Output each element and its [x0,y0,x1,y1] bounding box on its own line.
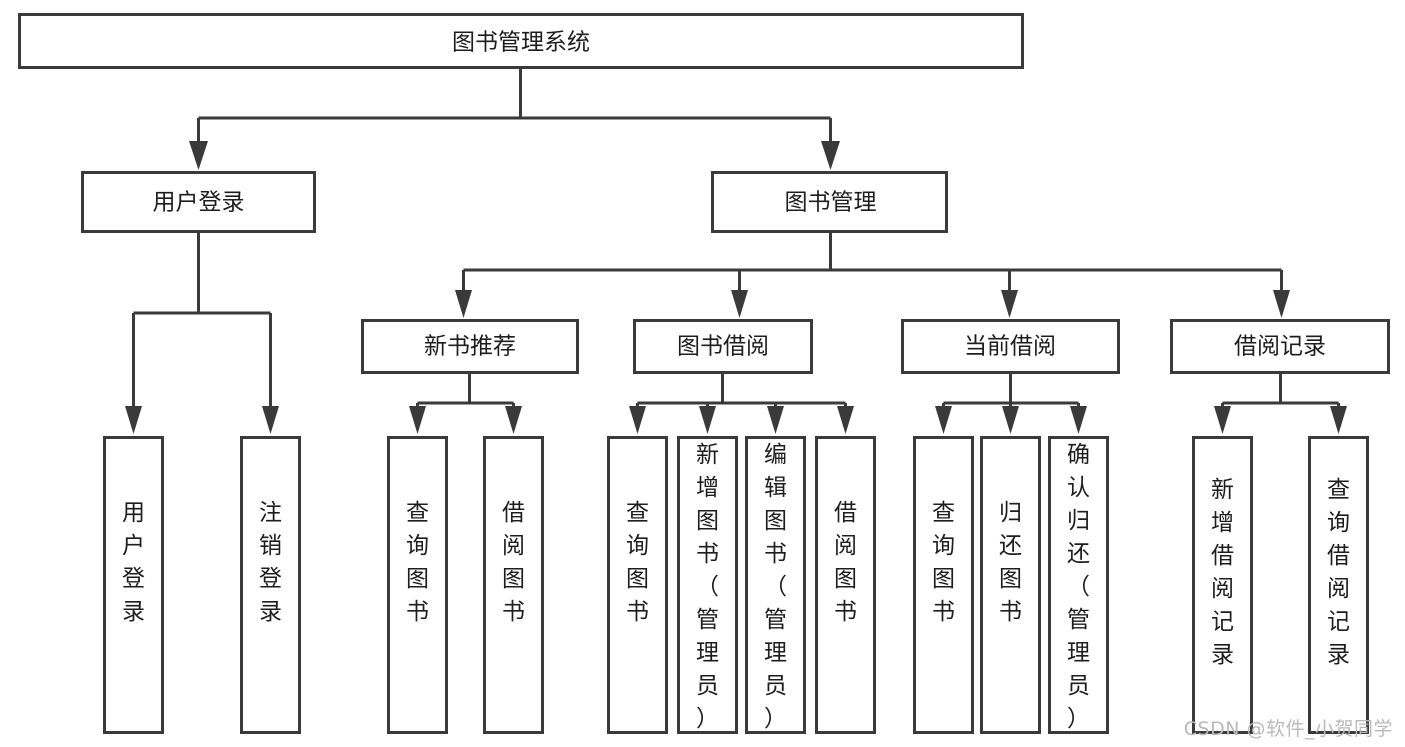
node-current-borrow-label: 当前借阅 [964,334,1056,360]
node-leaf-logout-label: 注销登录 [259,500,282,625]
node-leaf-query-record[interactable]: 查询借阅记录 [1308,436,1369,734]
node-leaf-borrow-book-1[interactable]: 借阅图书 [483,436,544,734]
arrow-head-leaf-add-book [699,406,716,434]
node-leaf-edit-book-label: 编辑图书（管理员） [764,442,787,732]
node-user-login-box[interactable] [81,171,316,233]
node-user-login[interactable]: 用户登录 [81,171,316,233]
node-new-book-recommend-label: 新书推荐 [424,334,516,360]
arrow-head-leaf-logout [262,406,279,434]
node-leaf-query-book-1[interactable]: 查询图书 [387,436,448,734]
arrow-head-leaf-query-book-3 [935,406,952,434]
node-leaf-add-book-box[interactable] [677,436,738,734]
node-leaf-borrow-book-1-box[interactable] [483,436,544,734]
node-leaf-logout-box[interactable] [240,436,301,734]
node-book-management-label: 图书管理 [785,190,877,216]
node-leaf-add-record-box[interactable] [1192,436,1253,734]
node-leaf-borrow-book-2-box[interactable] [815,436,876,734]
node-leaf-return-book-label: 归还图书 [999,500,1022,625]
arrow-head-leaf-query-book-1 [409,406,426,434]
arrow-head-leaf-query-record [1330,406,1347,434]
node-book-borrow-box[interactable] [633,319,813,374]
arrow-head-leaf-borrow-book-2 [837,406,854,434]
node-leaf-user-login-box[interactable] [103,436,164,734]
node-leaf-user-login[interactable]: 用户登录 [103,436,164,734]
arrow-head-current-borrow [1001,290,1018,318]
node-book-borrow[interactable]: 图书借阅 [633,319,813,374]
node-leaf-confirm-return[interactable]: 确认归还（管理员） [1048,436,1109,734]
node-leaf-query-book-3-label: 查询图书 [932,500,955,625]
node-leaf-return-book[interactable]: 归还图书 [980,436,1041,734]
node-leaf-user-login-label: 用户登录 [122,500,145,625]
arrow-head-leaf-confirm-return [1070,406,1087,434]
node-leaf-query-record-label: 查询借阅记录 [1327,477,1350,668]
arrow-head-leaf-user-login [125,406,142,434]
node-leaf-query-book-2-label: 查询图书 [626,500,649,625]
node-root-label: 图书管理系统 [452,30,590,56]
node-root[interactable]: 图书管理系统 [18,13,1024,69]
node-leaf-query-book-3-box[interactable] [913,436,974,734]
arrow-head-leaf-edit-book [767,406,784,434]
node-leaf-add-book[interactable]: 新增图书（管理员） [677,436,738,734]
arrow-head-new-book-recommend [455,290,472,318]
node-borrow-record[interactable]: 借阅记录 [1170,319,1390,374]
arrow-head-leaf-query-book-2 [629,406,646,434]
node-leaf-confirm-return-box[interactable] [1048,436,1109,734]
arrow-head-book-borrow [731,290,748,318]
arrow-head-book-management [821,141,840,170]
node-leaf-query-book-1-label: 查询图书 [406,500,429,625]
node-leaf-add-record[interactable]: 新增借阅记录 [1192,436,1253,734]
node-leaf-borrow-book-2[interactable]: 借阅图书 [815,436,876,734]
node-leaf-edit-book-box[interactable] [745,436,806,734]
node-current-borrow[interactable]: 当前借阅 [901,319,1120,374]
node-leaf-add-record-label: 新增借阅记录 [1211,477,1234,668]
node-new-book-recommend-box[interactable] [361,319,579,374]
node-leaf-query-book-3[interactable]: 查询图书 [913,436,974,734]
node-new-book-recommend[interactable]: 新书推荐 [361,319,579,374]
node-leaf-add-book-label: 新增图书（管理员） [696,442,719,732]
node-current-borrow-box[interactable] [901,319,1120,374]
node-leaf-return-book-box[interactable] [980,436,1041,734]
node-leaf-borrow-book-1-label: 借阅图书 [502,500,525,625]
node-borrow-record-label: 借阅记录 [1234,334,1326,360]
node-user-login-label: 用户登录 [153,190,245,216]
node-leaf-query-book-2-box[interactable] [607,436,668,734]
node-leaf-query-book-2[interactable]: 查询图书 [607,436,668,734]
node-leaf-edit-book[interactable]: 编辑图书（管理员） [745,436,806,734]
arrow-head-leaf-borrow-book-1 [505,406,522,434]
node-root-box[interactable] [18,13,1024,69]
node-leaf-query-record-box[interactable] [1308,436,1369,734]
node-leaf-confirm-return-label: 确认归还（管理员） [1067,442,1090,732]
arrow-head-borrow-record [1273,290,1290,318]
node-book-management[interactable]: 图书管理 [711,171,948,233]
connector-group [125,68,1347,434]
node-leaf-logout[interactable]: 注销登录 [240,436,301,734]
node-book-management-box[interactable] [711,171,948,233]
node-book-borrow-label: 图书借阅 [677,334,769,360]
node-leaf-borrow-book-2-label: 借阅图书 [834,500,857,625]
arrow-head-user-login [189,141,208,170]
arrow-head-leaf-return-book [1002,406,1019,434]
arrow-head-leaf-add-record [1214,406,1231,434]
node-borrow-record-box[interactable] [1170,319,1390,374]
node-leaf-query-book-1-box[interactable] [387,436,448,734]
